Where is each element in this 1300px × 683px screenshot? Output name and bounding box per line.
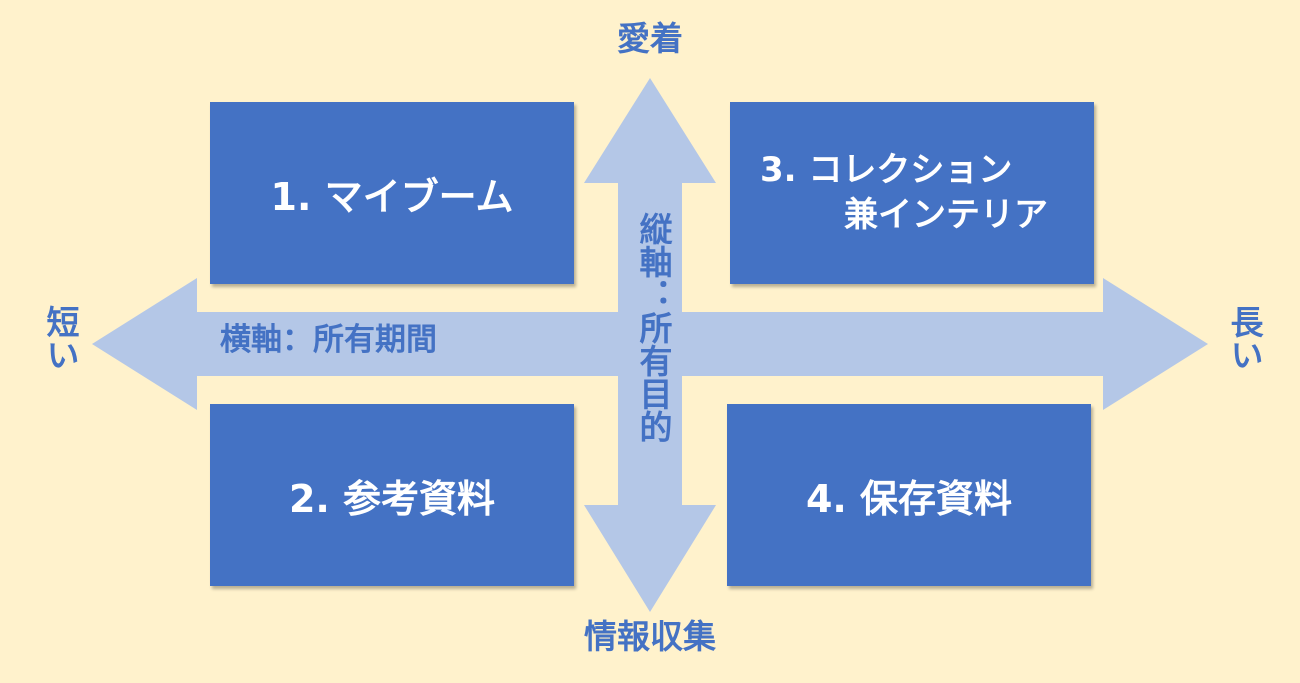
- quadrant-archive-material-label: 4. 保存資料: [805, 476, 1013, 521]
- quadrant-reference-material-label: 2. 参考資料: [288, 476, 496, 521]
- quadrant-my-boom-label: 1. マイブーム: [270, 174, 514, 219]
- axis-right-label: 長い: [1225, 305, 1264, 371]
- axis-left-label: 短い: [41, 305, 80, 371]
- vertical-axis-title: 縦軸：所有目的: [634, 212, 673, 443]
- quadrant-collection-interior: 3. コレクション 兼インテリア: [730, 102, 1094, 284]
- quadrant-collection-label: 3. コレクション: [760, 150, 1013, 191]
- quadrant-archive-material: 4. 保存資料: [727, 404, 1091, 586]
- quadrant-interior-label: 兼インテリア: [844, 195, 1048, 235]
- horizontal-axis-title: 横軸：所有期間: [220, 322, 437, 358]
- quadrant-my-boom: 1. マイブーム: [210, 102, 574, 284]
- vertical-double-arrow: [584, 78, 716, 612]
- axis-top-label: 愛着: [617, 19, 683, 58]
- axis-bottom-label: 情報収集: [584, 617, 716, 656]
- quadrant-reference-material: 2. 参考資料: [210, 404, 574, 586]
